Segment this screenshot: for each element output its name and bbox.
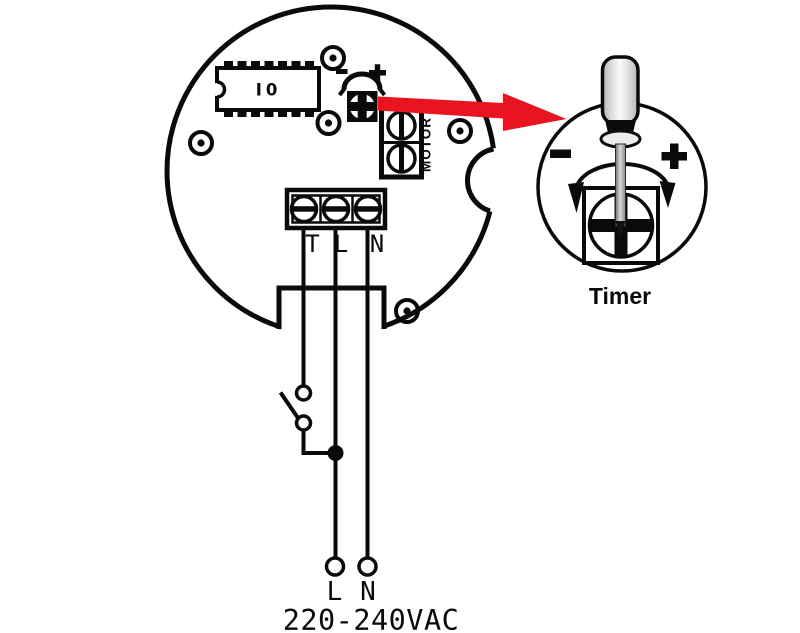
wire-switch-to-junction <box>301 430 336 455</box>
timer-trimpot[interactable] <box>336 64 387 122</box>
timer-caption: Timer <box>589 283 651 309</box>
screwdriver-icon <box>599 55 642 239</box>
ic-chip: I0 <box>210 61 321 117</box>
trimpot-cross-slot <box>347 91 378 122</box>
plus-icon <box>661 143 687 169</box>
terminal-screw-l[interactable] <box>321 194 351 224</box>
supply-label-l: L <box>327 577 343 607</box>
screw-holes <box>188 45 473 324</box>
minus-icon <box>550 149 571 158</box>
motor-terminal-block: MOTOR <box>379 105 434 180</box>
wiring: L N 220-240VAC <box>278 228 460 633</box>
switch-lever <box>278 391 301 421</box>
right-notch-eraser <box>464 148 528 212</box>
screwdriver-tip <box>615 221 626 239</box>
timer-detail: Timer <box>550 55 687 309</box>
motor-label: MOTOR <box>419 117 434 172</box>
switch[interactable] <box>278 384 313 432</box>
ic-label: I0 <box>256 81 282 100</box>
ic-notch-eraser <box>210 83 224 96</box>
motor-screw[interactable] <box>386 110 417 141</box>
supply-terminal-l[interactable] <box>324 556 346 577</box>
device-panel: I0 <box>164 4 528 349</box>
bottom-notch-outline <box>276 285 387 329</box>
red-arrow-icon <box>378 93 567 131</box>
terminal-label-n: N <box>370 230 384 258</box>
terminal-label-t: T <box>305 230 319 258</box>
trimpot-dome-tails <box>337 86 387 97</box>
screw-hole <box>315 110 342 136</box>
screw-hole <box>188 130 214 156</box>
ic-pin1-notch <box>216 80 227 99</box>
terminal-screw-n[interactable] <box>353 194 383 224</box>
screwdriver-handle <box>600 55 640 126</box>
minus-icon <box>336 69 348 74</box>
supply-label-n: N <box>360 577 376 607</box>
plus-icon <box>369 64 386 82</box>
screw-hole <box>447 118 473 144</box>
motor-screw[interactable] <box>386 143 417 174</box>
screw-hole <box>394 298 420 324</box>
screw-hole <box>320 45 346 71</box>
trimpot-dome-arc <box>341 71 383 90</box>
right-notch-arc <box>464 146 495 214</box>
supply-terminal-n[interactable] <box>357 556 378 577</box>
red-arrow-shaft <box>378 96 503 119</box>
voltage-label: 220-240VAC <box>283 604 460 633</box>
ic-chip-pins <box>224 61 314 117</box>
red-arrow-head <box>503 93 567 131</box>
terminal-screw-t[interactable] <box>289 194 319 224</box>
screwdriver-shaft <box>615 143 626 227</box>
